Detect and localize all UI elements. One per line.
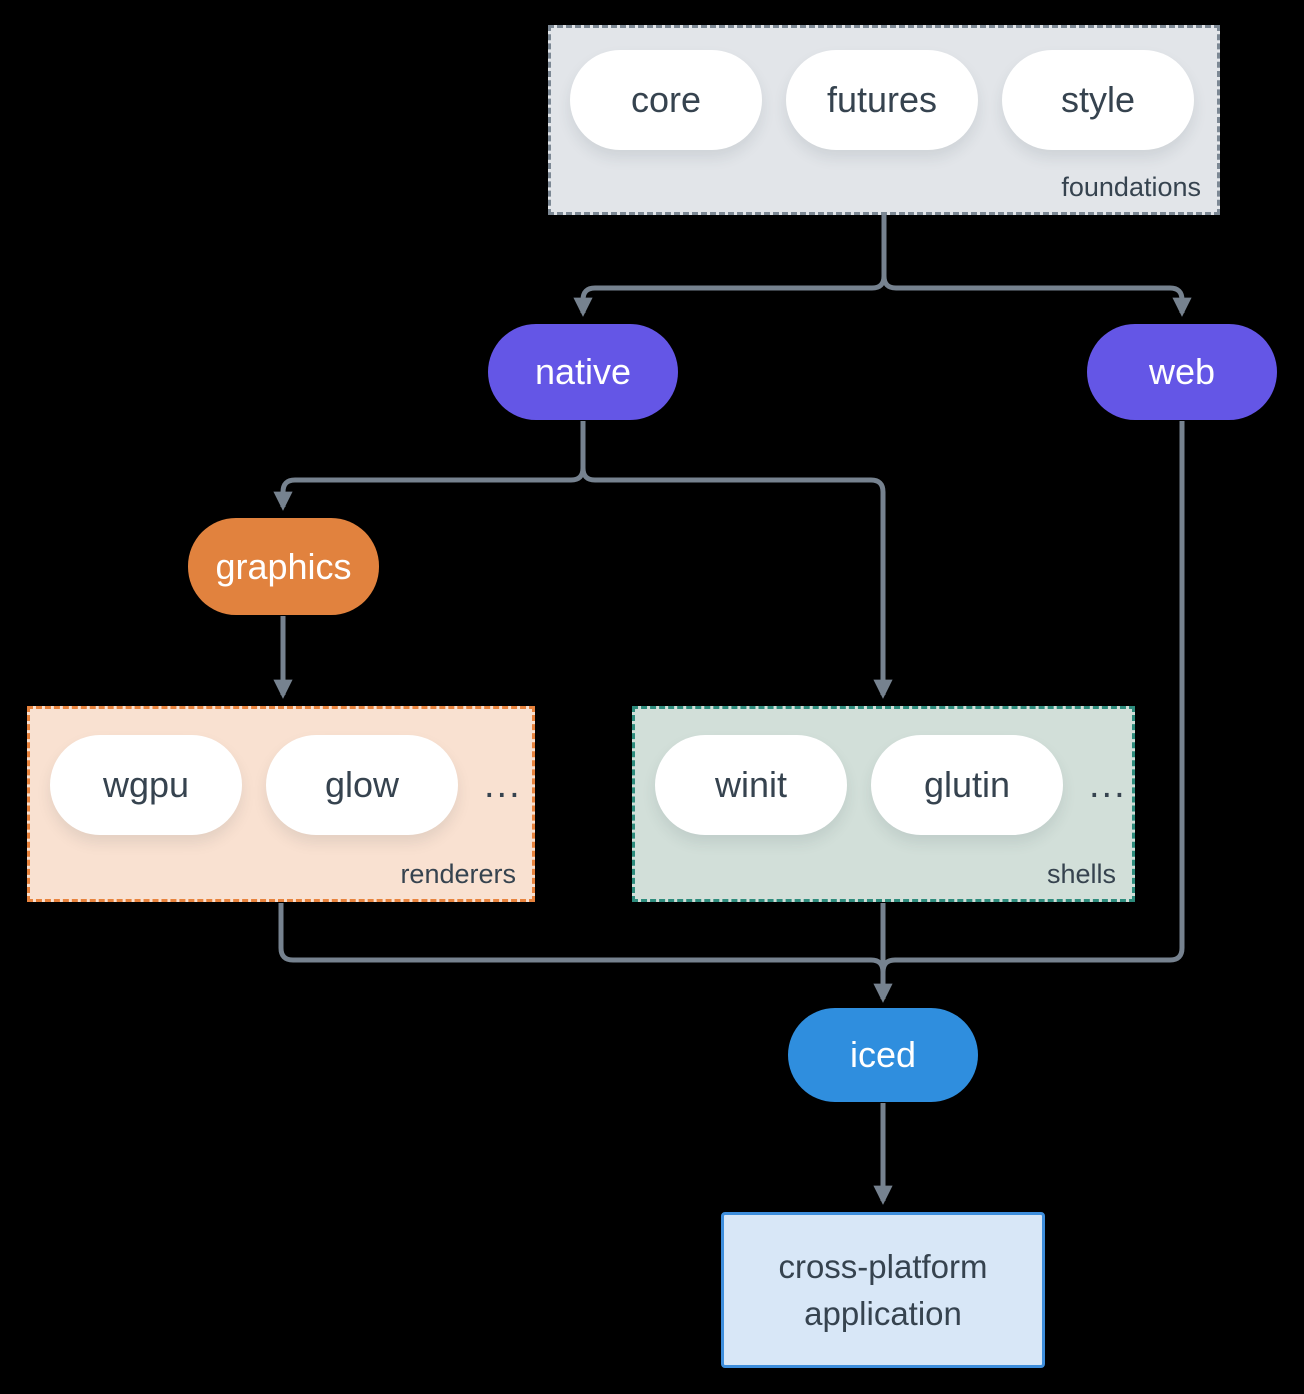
node-iced: iced [788, 1008, 978, 1102]
cross-platform-application-box: cross-platform application [721, 1212, 1045, 1368]
node-native: native [488, 324, 678, 420]
shells-label: shells [1046, 859, 1116, 889]
node-web: web [1087, 324, 1277, 420]
foundations-pill-row: core futures style [551, 28, 1217, 150]
connector-native-to-shells [580, 421, 893, 699]
connector-native-to-graphics [273, 421, 586, 511]
application-label-line1: cross-platform [778, 1248, 988, 1285]
renderers-pill-row: wgpu glow ... [30, 709, 532, 835]
renderers-label: renderers [400, 859, 516, 889]
node-futures: futures [786, 50, 978, 150]
node-core: core [570, 50, 762, 150]
foundations-group: core futures style foundations [548, 25, 1220, 215]
renderers-ellipsis: ... [484, 763, 522, 806]
node-style: style [1002, 50, 1194, 150]
node-winit: winit [655, 735, 847, 835]
shells-ellipsis: ... [1089, 763, 1127, 806]
shells-pill-row: winit glutin ... [635, 709, 1132, 835]
connector-renderers-to-iced [278, 903, 886, 973]
node-wgpu: wgpu [50, 735, 242, 835]
node-glow: glow [266, 735, 458, 835]
connector-foundations-to-native [573, 215, 887, 317]
foundations-label: foundations [1061, 172, 1201, 202]
renderers-group: wgpu glow ... renderers [27, 706, 535, 902]
shells-group: winit glutin ... shells [632, 706, 1135, 902]
node-glutin: glutin [871, 735, 1063, 835]
connector-foundations-to-web [881, 215, 1192, 317]
application-label-line2: application [804, 1295, 962, 1332]
node-graphics: graphics [188, 518, 379, 615]
